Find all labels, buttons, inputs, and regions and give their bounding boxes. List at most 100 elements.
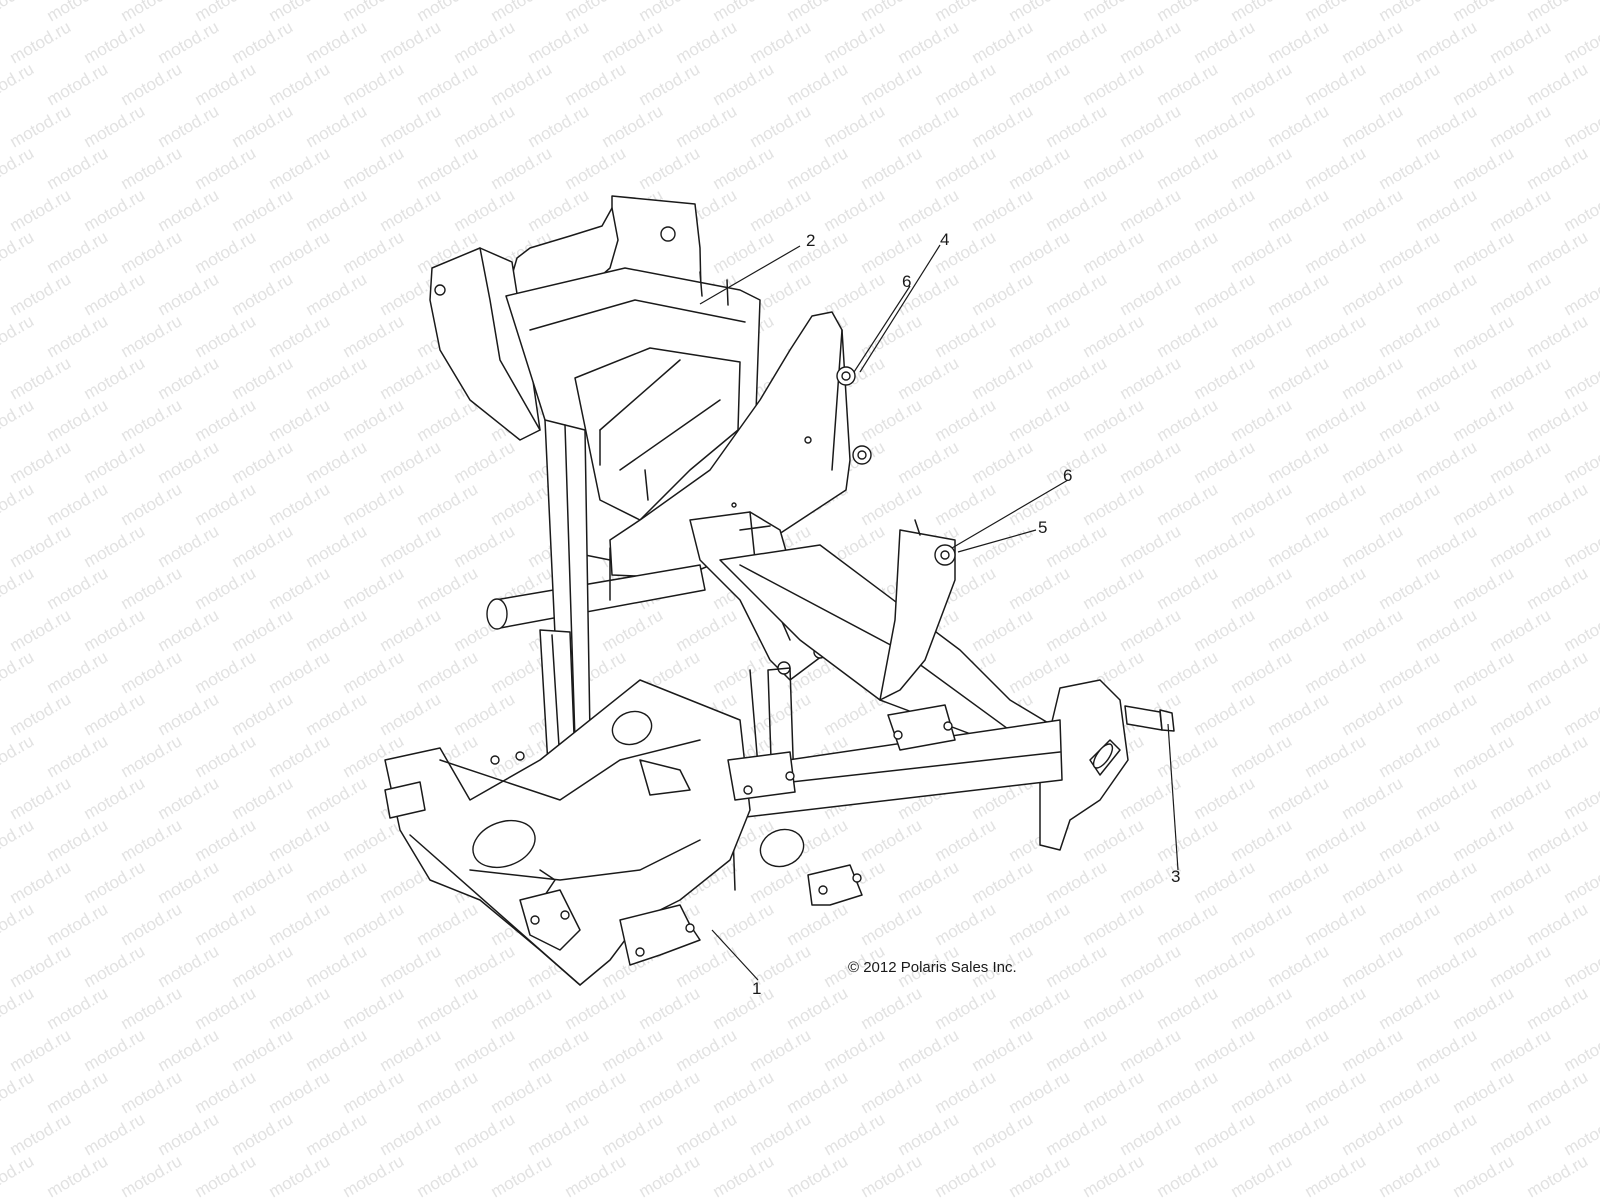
watermark-text: motod.ru — [1154, 395, 1222, 445]
watermark-text: motod.ru — [7, 689, 75, 739]
watermark-text: motod.ru — [710, 1067, 778, 1117]
watermark-text: motod.ru — [1191, 269, 1259, 319]
watermark-text: motod.ru — [747, 689, 815, 739]
watermark-text: motod.ru — [1043, 605, 1111, 655]
watermark-text: motod.ru — [1450, 1151, 1518, 1200]
watermark-text: motod.ru — [1228, 395, 1296, 445]
watermark-text: motod.ru — [1376, 395, 1444, 445]
watermark-text: motod.ru — [118, 647, 186, 697]
watermark-text: motod.ru — [192, 59, 260, 109]
watermark-text: motod.ru — [266, 395, 334, 445]
leader-lines — [699, 244, 1179, 981]
watermark-text: motod.ru — [266, 59, 334, 109]
watermark-text: motod.ru — [1117, 269, 1185, 319]
watermark-text: motod.ru — [1487, 185, 1555, 235]
watermark-text: motod.ru — [451, 437, 519, 487]
watermark-text: motod.ru — [340, 311, 408, 361]
watermark-text: motod.ru — [303, 185, 371, 235]
watermark-text: motod.ru — [414, 1151, 482, 1200]
watermark-text: motod.ru — [1302, 143, 1370, 193]
watermark-text: motod.ru — [1043, 1025, 1111, 1075]
watermark-text: motod.ru — [1376, 731, 1444, 781]
watermark-text: motod.ru — [1228, 647, 1296, 697]
watermark-text: motod.ru — [1191, 941, 1259, 991]
watermark-text: motod.ru — [1265, 857, 1333, 907]
watermark-text: motod.ru — [340, 899, 408, 949]
watermark-text: motod.ru — [192, 1151, 260, 1200]
watermark-text: motod.ru — [1006, 0, 1074, 25]
watermark-text: motod.ru — [1450, 0, 1518, 25]
watermark-text: motod.ru — [1487, 437, 1555, 487]
watermark-text: motod.ru — [229, 101, 297, 151]
watermark-text: motod.ru — [1265, 17, 1333, 67]
callout-labels: 2 6 4 6 5 3 1 — [752, 230, 1180, 998]
watermark-text: motod.ru — [1043, 353, 1111, 403]
watermark-text: motod.ru — [1154, 815, 1222, 865]
watermark-text: motod.ru — [1302, 479, 1370, 529]
watermark-text: motod.ru — [192, 647, 260, 697]
watermark-text: motod.ru — [858, 59, 926, 109]
watermark-text: motod.ru — [1006, 1151, 1074, 1200]
watermark-text: motod.ru — [414, 1067, 482, 1117]
watermark-text: motod.ru — [1043, 941, 1111, 991]
watermark-text: motod.ru — [1191, 689, 1259, 739]
watermark-text: motod.ru — [1228, 227, 1296, 277]
watermark-text: motod.ru — [1339, 353, 1407, 403]
watermark-text: motod.ru — [1413, 101, 1481, 151]
watermark-text: motod.ru — [118, 563, 186, 613]
watermark-text: motod.ru — [1413, 185, 1481, 235]
watermark-text: motod.ru — [821, 185, 889, 235]
watermark-text: motod.ru — [1339, 185, 1407, 235]
watermark-text: motod.ru — [1376, 1151, 1444, 1200]
watermark-text: motod.ru — [1524, 1151, 1592, 1200]
callout-3: 3 — [1171, 867, 1180, 886]
watermark-text: motod.ru — [340, 479, 408, 529]
watermark-text: motod.ru — [44, 311, 112, 361]
watermark-text: motod.ru — [784, 227, 852, 277]
watermark-text: motod.ru — [451, 1109, 519, 1159]
watermark-text: motod.ru — [969, 101, 1037, 151]
watermark-text: motod.ru — [1006, 1067, 1074, 1117]
watermark-text: motod.ru — [0, 899, 37, 949]
watermark-text: motod.ru — [377, 17, 445, 67]
watermark-text: motod.ru — [1117, 521, 1185, 571]
watermark-text: motod.ru — [266, 731, 334, 781]
watermark-text: motod.ru — [599, 1025, 667, 1075]
watermark-text: motod.ru — [1043, 185, 1111, 235]
watermark-text: motod.ru — [1450, 983, 1518, 1033]
watermark-text: motod.ru — [1487, 1025, 1555, 1075]
watermark-text: motod.ru — [0, 143, 37, 193]
watermark-text: motod.ru — [1598, 0, 1600, 25]
watermark-text: motod.ru — [932, 1067, 1000, 1117]
watermark-text: motod.ru — [303, 521, 371, 571]
watermark-text: motod.ru — [44, 59, 112, 109]
watermark-text: motod.ru — [44, 731, 112, 781]
watermark-text: motod.ru — [1228, 479, 1296, 529]
watermark-text: motod.ru — [81, 185, 149, 235]
watermark-text: motod.ru — [1080, 983, 1148, 1033]
watermark-text: motod.ru — [0, 647, 37, 697]
watermark-text: motod.ru — [1006, 59, 1074, 109]
watermark-text: motod.ru — [1450, 311, 1518, 361]
watermark-text: motod.ru — [303, 689, 371, 739]
watermark-text: motod.ru — [1006, 395, 1074, 445]
watermark-text: motod.ru — [1080, 1151, 1148, 1200]
watermark-text: motod.ru — [340, 59, 408, 109]
watermark-text: motod.ru — [1080, 479, 1148, 529]
watermark-text: motod.ru — [451, 941, 519, 991]
watermark-text: motod.ru — [562, 983, 630, 1033]
watermark-text: motod.ru — [932, 0, 1000, 25]
watermark-text: motod.ru — [118, 227, 186, 277]
watermark-text: motod.ru — [1265, 101, 1333, 151]
watermark-text: motod.ru — [525, 101, 593, 151]
watermark-text: motod.ru — [7, 437, 75, 487]
watermark-text: motod.ru — [636, 59, 704, 109]
watermark-text: motod.ru — [303, 605, 371, 655]
watermark-text: motod.ru — [118, 1067, 186, 1117]
watermark-text: motod.ru — [1080, 899, 1148, 949]
watermark-text: motod.ru — [118, 899, 186, 949]
watermark-text: motod.ru — [7, 17, 75, 67]
fasteners — [836, 366, 1175, 732]
watermark-text: motod.ru — [895, 185, 963, 235]
watermark-text: motod.ru — [1117, 1109, 1185, 1159]
